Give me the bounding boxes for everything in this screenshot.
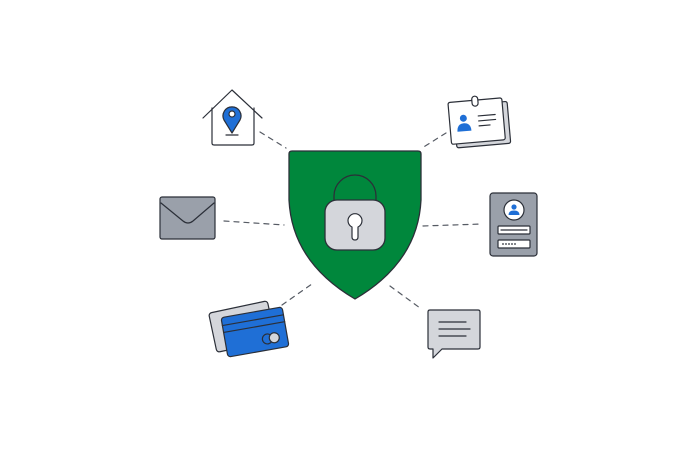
connector-email — [223, 220, 285, 226]
connector-chat — [389, 285, 421, 309]
shield-lock-icon — [288, 150, 422, 300]
home-location-icon — [202, 89, 263, 146]
connector-id — [421, 132, 447, 149]
connector-card — [281, 283, 313, 306]
id-badge-icon — [447, 95, 512, 149]
login-form-icon — [489, 192, 538, 257]
connector-login — [422, 223, 483, 227]
chat-message-icon — [427, 309, 481, 359]
connector-home — [259, 131, 287, 149]
connector-lines — [223, 131, 483, 309]
email-icon — [159, 196, 216, 240]
credit-card-icon — [208, 300, 290, 358]
